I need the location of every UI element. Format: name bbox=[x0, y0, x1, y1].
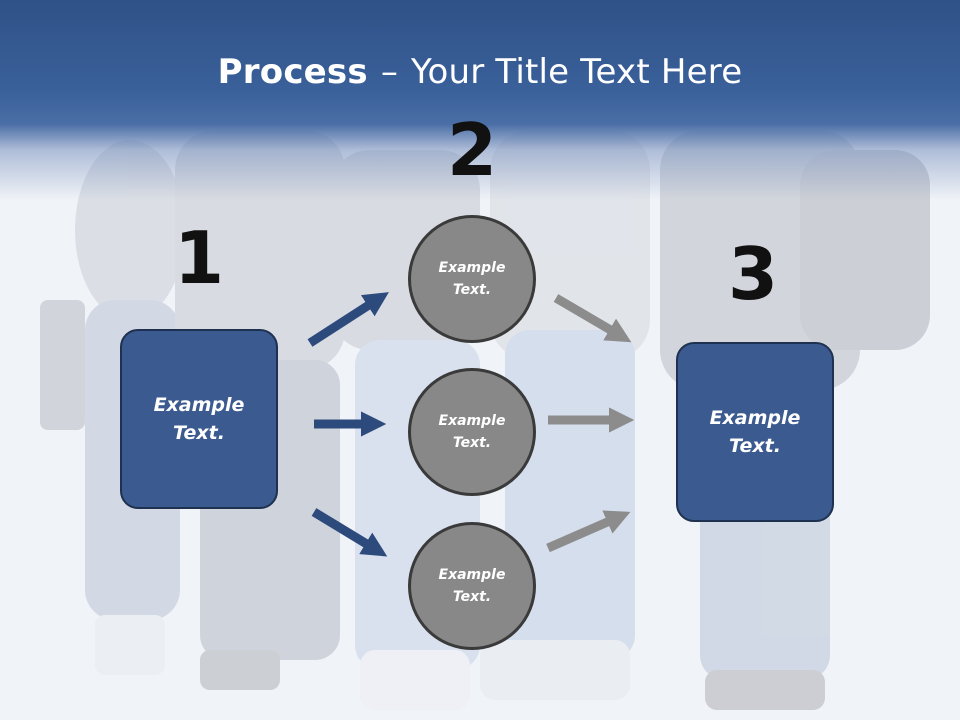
step2-circle-middle[interactable]: Example Text. bbox=[408, 368, 536, 496]
step2-circle-top[interactable]: Example Text. bbox=[408, 215, 536, 343]
step2-circle-bottom[interactable]: Example Text. bbox=[408, 522, 536, 650]
title-bar bbox=[0, 0, 960, 200]
title-text-part: Your Title Text Here bbox=[411, 52, 743, 92]
step-number-3: 3 bbox=[727, 232, 779, 316]
title-bold-part: Process bbox=[217, 52, 368, 92]
arrow-bottom-to-right bbox=[546, 510, 631, 553]
arrow-left-to-bottom bbox=[311, 508, 388, 557]
arrow-left-to-top bbox=[307, 292, 389, 347]
step-number-1: 1 bbox=[173, 216, 225, 300]
step3-box[interactable]: Example Text. bbox=[676, 342, 834, 522]
title-separator: – bbox=[380, 52, 399, 92]
step1-box[interactable]: Example Text. bbox=[120, 329, 278, 509]
arrow-top-to-right bbox=[553, 294, 632, 343]
slide-title[interactable]: Process – Your Title Text Here bbox=[0, 52, 960, 92]
step-number-2: 2 bbox=[446, 108, 498, 192]
